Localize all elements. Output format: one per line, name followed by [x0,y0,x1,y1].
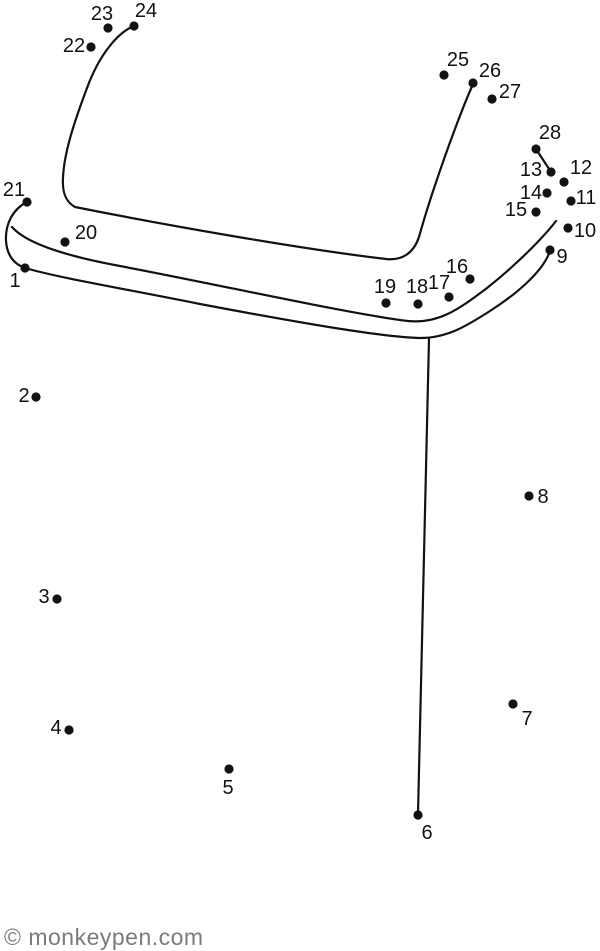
dot-label-25: 25 [447,49,469,71]
dot-label-8: 8 [537,486,548,508]
dot-label-4: 4 [50,717,61,739]
dot-18[interactable] [413,299,423,309]
predrawn-rim-inner-24-to-26 [61,24,475,261]
dot-label-7: 7 [521,708,532,730]
dot-label-15: 15 [505,199,527,221]
dot-20[interactable] [60,237,70,247]
dot-label-6: 6 [421,822,432,844]
dot-label-18: 18 [406,276,428,298]
dot-1[interactable] [20,263,30,273]
dot-21[interactable] [22,197,32,207]
dot-25[interactable] [439,70,449,80]
dot-12[interactable] [559,177,569,187]
dot-9[interactable] [545,245,555,255]
predrawn-rim-outer-1-to-9 [23,249,552,340]
dot-label-14: 14 [520,182,542,204]
dot-3[interactable] [52,594,62,604]
dot-label-23: 23 [91,3,113,25]
dot-15[interactable] [531,207,541,217]
dot-2[interactable] [31,392,41,402]
dot-5[interactable] [224,764,234,774]
predrawn-rim-middle-to-10 [10,219,558,323]
predrawn-rim-left-arc-21-to-1 [4,200,29,270]
dots-group [20,21,576,820]
predrawn-handle-line-to-6 [416,337,431,816]
dot-17[interactable] [444,292,454,302]
dot-label-22: 22 [63,35,85,57]
dot-label-26: 26 [479,60,501,82]
dot-6[interactable] [413,810,423,820]
dot-label-2: 2 [18,385,29,407]
dot-label-19: 19 [374,276,396,298]
dot-label-13: 13 [520,159,542,181]
dot-label-17: 17 [428,272,450,294]
dot-label-27: 27 [499,81,521,103]
dot-13[interactable] [546,167,556,177]
dot-label-9: 9 [556,246,567,268]
dot-label-21: 21 [3,179,25,201]
dot-label-24: 24 [135,0,157,22]
dot-8[interactable] [524,491,534,501]
dot-label-5: 5 [222,777,233,799]
dot-26[interactable] [468,78,478,88]
dot-label-1: 1 [9,270,20,292]
dot-7[interactable] [508,699,518,709]
dot-22[interactable] [86,42,96,52]
dot-label-20: 20 [75,222,97,244]
dot-10[interactable] [563,223,573,233]
dot-label-11: 11 [576,187,597,209]
dot-label-16: 16 [446,256,468,278]
dot-19[interactable] [381,298,391,308]
dot-14[interactable] [542,188,552,198]
dot-4[interactable] [64,725,74,735]
dot-27[interactable] [487,94,497,104]
dot-label-3: 3 [38,586,49,608]
dot-label-12: 12 [570,157,592,179]
dot-28[interactable] [531,144,541,154]
dot-16[interactable] [465,274,475,284]
dot-11[interactable] [566,196,576,206]
dot-24[interactable] [129,21,139,31]
copyright-credit: © monkeypen.com [4,924,204,950]
dot-23[interactable] [103,23,113,33]
dot-label-10: 10 [574,220,596,242]
predrawn-lines-group [4,24,558,816]
dot-label-28: 28 [539,122,561,144]
